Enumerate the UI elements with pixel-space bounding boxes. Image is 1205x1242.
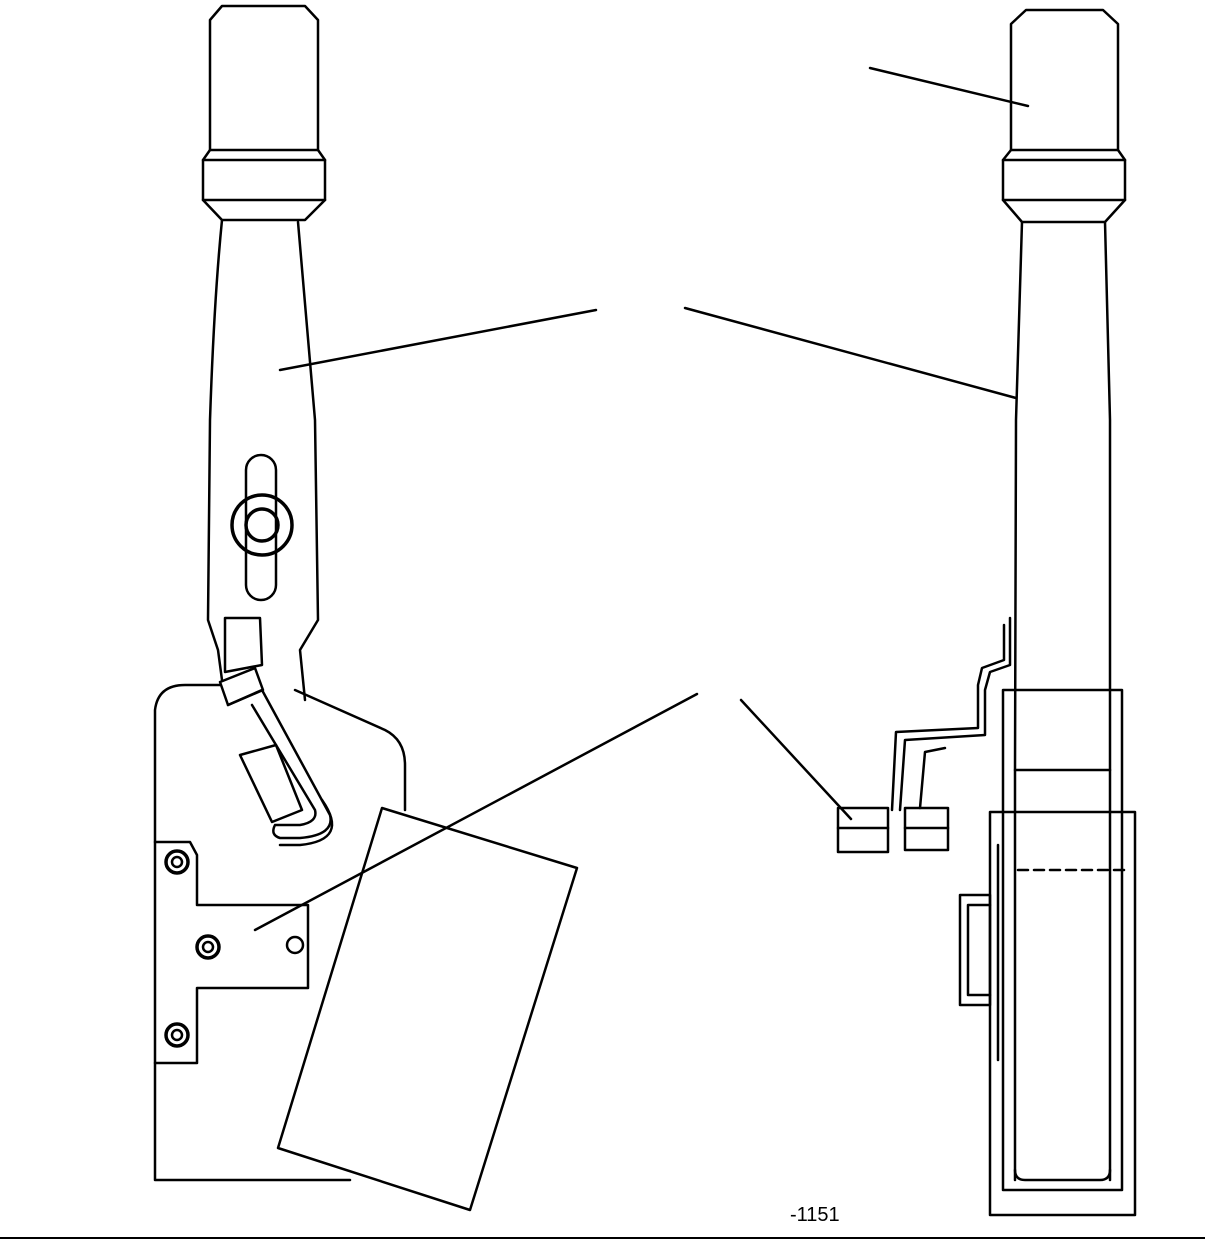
front-pawl-linkage <box>218 616 334 847</box>
mount-hole-bottom <box>164 1022 190 1048</box>
leader-line-side-lever <box>683 306 1018 400</box>
front-view <box>153 4 699 1212</box>
front-handle-knob <box>201 4 327 222</box>
figure-number: -1151 <box>790 1204 840 1226</box>
side-lever-arm <box>1013 220 1112 1182</box>
leader-line-knob <box>868 66 1030 108</box>
mount-hole-top <box>164 849 190 875</box>
leader-line-bracket <box>253 692 699 932</box>
side-handle-knob <box>1001 8 1127 224</box>
side-view <box>683 8 1137 1217</box>
side-housing <box>958 688 1137 1217</box>
pivot-bolt <box>230 493 294 557</box>
front-lever-arm <box>206 218 320 702</box>
front-base-plate <box>153 683 407 1182</box>
leader-line-lever <box>278 308 598 372</box>
callout-tag <box>276 806 579 1212</box>
adjustment-slot <box>244 453 278 602</box>
mount-hole-center <box>195 934 221 960</box>
side-bracket-clip <box>836 616 1012 854</box>
leader-line-clip <box>739 698 853 821</box>
